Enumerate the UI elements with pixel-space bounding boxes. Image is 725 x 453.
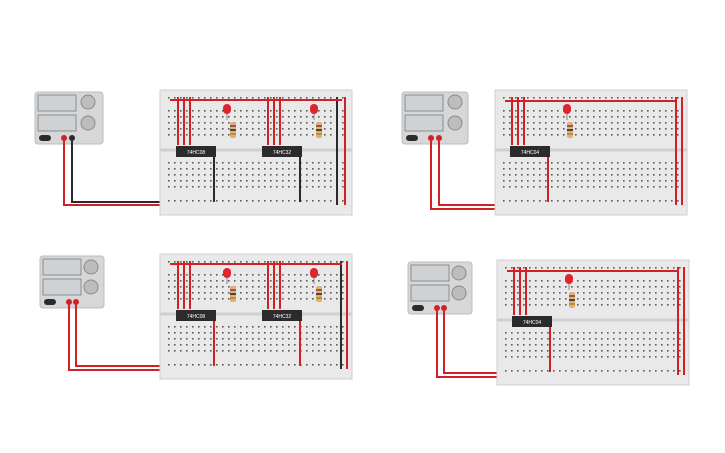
led[interactable] bbox=[223, 104, 231, 120]
power-supply[interactable] bbox=[401, 91, 469, 145]
positive-terminal[interactable] bbox=[434, 305, 440, 311]
hole-grid bbox=[503, 200, 679, 202]
hole-grid bbox=[168, 97, 344, 99]
negative-terminal[interactable] bbox=[69, 135, 75, 141]
chip-label: 74HC04 bbox=[521, 150, 540, 156]
chip-label: 74HC32 bbox=[273, 150, 292, 156]
resistor[interactable] bbox=[569, 292, 575, 308]
hole-grid bbox=[505, 370, 681, 372]
resistor[interactable] bbox=[316, 122, 322, 138]
resistor[interactable] bbox=[567, 122, 573, 138]
resistor[interactable] bbox=[230, 286, 236, 302]
hole-grid bbox=[505, 280, 681, 306]
current-knob-icon[interactable] bbox=[451, 285, 467, 301]
ic-chip[interactable]: 74HC04 bbox=[512, 316, 552, 327]
circuit-bottom-left: 74HC08 74HC32 bbox=[39, 253, 353, 380]
hole-grid bbox=[168, 261, 344, 263]
led[interactable] bbox=[223, 268, 231, 284]
hole-grid bbox=[503, 162, 679, 188]
circuit-top-right: 74HC04 bbox=[401, 89, 688, 216]
led[interactable] bbox=[565, 274, 573, 290]
current-knob-icon[interactable] bbox=[83, 279, 99, 295]
hole-grid bbox=[503, 97, 679, 99]
wire-red[interactable] bbox=[75, 305, 172, 367]
wire-red[interactable] bbox=[68, 305, 172, 371]
led[interactable] bbox=[310, 268, 318, 284]
resistor[interactable] bbox=[230, 122, 236, 138]
wire-red[interactable] bbox=[430, 141, 506, 210]
positive-terminal[interactable] bbox=[428, 135, 434, 141]
power-switch[interactable] bbox=[412, 305, 424, 311]
ic-chip[interactable]: 74HC32 bbox=[262, 146, 302, 157]
hole-grid bbox=[505, 332, 681, 358]
resistor[interactable] bbox=[316, 286, 322, 302]
circuit-top-left: 74HC08 74HC32 bbox=[34, 89, 353, 216]
ic-chip[interactable]: 74HC08 bbox=[176, 310, 216, 321]
current-knob-icon[interactable] bbox=[80, 115, 96, 131]
positive-terminal[interactable] bbox=[61, 135, 67, 141]
wire-red[interactable] bbox=[438, 141, 506, 206]
voltage-knob-icon[interactable] bbox=[447, 94, 463, 110]
negative-terminal[interactable] bbox=[441, 305, 447, 311]
hole-grid bbox=[168, 326, 344, 352]
wire-red[interactable] bbox=[436, 311, 508, 378]
ic-chip[interactable]: 74HC04 bbox=[510, 146, 550, 157]
chip-label: 74HC04 bbox=[523, 320, 542, 326]
hole-grid bbox=[168, 364, 344, 366]
hole-grid bbox=[505, 267, 681, 269]
led[interactable] bbox=[310, 104, 318, 120]
power-switch[interactable] bbox=[44, 299, 56, 305]
chip-label: 74HC32 bbox=[273, 314, 292, 320]
chip-label: 74HC08 bbox=[187, 314, 206, 320]
ic-chip[interactable]: 74HC32 bbox=[262, 310, 302, 321]
ic-chip[interactable]: 74HC08 bbox=[176, 146, 216, 157]
negative-terminal[interactable] bbox=[436, 135, 442, 141]
negative-terminal[interactable] bbox=[73, 299, 79, 305]
power-supply[interactable] bbox=[39, 255, 105, 309]
power-switch[interactable] bbox=[406, 135, 418, 141]
circuit-bottom-right: 74HC04 bbox=[407, 259, 690, 386]
voltage-knob-icon[interactable] bbox=[451, 265, 467, 281]
power-supply[interactable] bbox=[34, 91, 104, 145]
wire-black[interactable] bbox=[71, 141, 172, 203]
positive-terminal[interactable] bbox=[66, 299, 72, 305]
wire-red[interactable] bbox=[443, 311, 508, 374]
power-supply[interactable] bbox=[407, 261, 473, 315]
voltage-knob-icon[interactable] bbox=[83, 259, 99, 275]
led[interactable] bbox=[563, 104, 571, 120]
wire-red[interactable] bbox=[63, 141, 172, 206]
voltage-knob-icon[interactable] bbox=[80, 94, 96, 110]
current-knob-icon[interactable] bbox=[447, 115, 463, 131]
chip-label: 74HC08 bbox=[187, 150, 206, 156]
power-switch[interactable] bbox=[39, 135, 51, 141]
